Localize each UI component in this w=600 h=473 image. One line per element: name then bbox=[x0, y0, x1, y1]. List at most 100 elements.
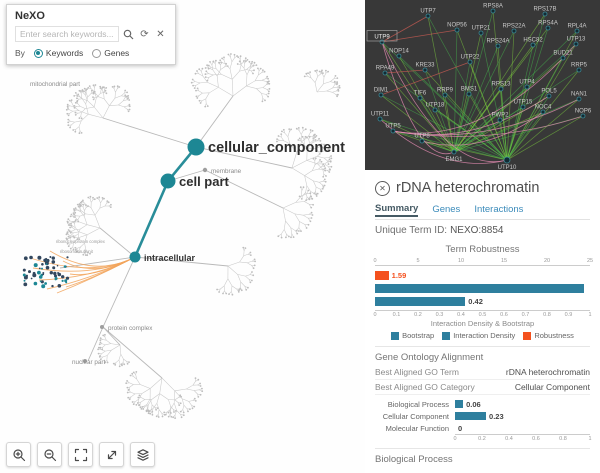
gene-node[interactable] bbox=[425, 13, 431, 19]
layers-button[interactable] bbox=[130, 442, 155, 467]
gene-node[interactable] bbox=[498, 86, 504, 92]
selected-gene-box bbox=[366, 30, 398, 42]
gene-node[interactable] bbox=[546, 93, 552, 99]
details-header: ✕ rDNA heterochromatin bbox=[375, 176, 590, 200]
gene-node[interactable] bbox=[495, 43, 501, 49]
gene-label: UTP21 bbox=[472, 26, 491, 32]
tree-nodes[interactable] bbox=[83, 138, 208, 364]
legend-item: Interaction Density bbox=[442, 331, 515, 340]
radio-keywords-control[interactable] bbox=[33, 48, 43, 58]
reset-icon[interactable]: ⟳ bbox=[140, 28, 149, 40]
gene-label: UTP8 bbox=[414, 134, 430, 140]
biological-process-heading: Biological Process bbox=[375, 448, 590, 466]
gene-node[interactable] bbox=[377, 116, 383, 122]
gene-node[interactable] bbox=[497, 117, 503, 123]
gene-label: HSC82 bbox=[523, 38, 543, 44]
gene-node[interactable] bbox=[382, 70, 388, 76]
gene-node[interactable] bbox=[524, 84, 530, 90]
gene-node[interactable] bbox=[432, 107, 438, 113]
gene-node[interactable] bbox=[379, 39, 385, 45]
gene-node[interactable] bbox=[530, 42, 536, 48]
gene-label: RRP9 bbox=[437, 88, 454, 94]
radio-genes-control[interactable] bbox=[92, 48, 102, 58]
gene-label: UTP18 bbox=[426, 103, 445, 109]
gene-node[interactable] bbox=[454, 27, 460, 33]
gene-label: PWP2 bbox=[491, 113, 509, 119]
search-icon[interactable] bbox=[122, 28, 135, 41]
gene-node[interactable] bbox=[419, 138, 425, 144]
gene-node[interactable] bbox=[520, 104, 526, 110]
gene-node[interactable] bbox=[378, 92, 384, 98]
gene-node[interactable] bbox=[422, 67, 428, 73]
gene-node[interactable] bbox=[490, 8, 496, 14]
gene-label: NOP6 bbox=[575, 109, 592, 115]
gene-node[interactable] bbox=[511, 28, 517, 34]
tab-genes[interactable]: Genes bbox=[432, 204, 461, 215]
gene-label: UTP9 bbox=[374, 35, 390, 41]
row-value: Cellular Component bbox=[514, 382, 590, 392]
gene-label: RPL4A bbox=[567, 24, 586, 30]
fit-screen-button[interactable] bbox=[68, 442, 93, 467]
close-icon[interactable]: ✕ bbox=[375, 180, 390, 196]
category-label: Molecular Function bbox=[385, 423, 449, 433]
gene-label: RPS24A bbox=[486, 39, 509, 45]
term-title: rDNA heterochromatin bbox=[396, 180, 540, 196]
gene-node[interactable] bbox=[576, 96, 582, 102]
network-nodes[interactable] bbox=[377, 8, 586, 164]
tree-toolbar bbox=[6, 442, 155, 467]
zoom-in-button[interactable] bbox=[6, 442, 31, 467]
tab-interactions[interactable]: Interactions bbox=[474, 204, 524, 215]
gene-node[interactable] bbox=[417, 95, 423, 101]
zoom-in-icon bbox=[12, 448, 25, 461]
gene-node[interactable] bbox=[467, 59, 473, 65]
gene-node[interactable] bbox=[390, 128, 396, 134]
radio-genes[interactable]: Genes bbox=[92, 48, 129, 58]
gene-node[interactable] bbox=[442, 92, 448, 98]
fit-screen-icon bbox=[74, 448, 87, 461]
gene-label: RPS8A bbox=[483, 4, 503, 10]
gene-node[interactable] bbox=[503, 156, 511, 164]
gene-node[interactable] bbox=[580, 113, 586, 119]
search-row: ⟳ ✕ bbox=[15, 26, 167, 42]
gene-label: UTP13 bbox=[567, 37, 586, 43]
tab-summary[interactable]: Summary bbox=[375, 203, 419, 217]
term-id-value: NEXO:8854 bbox=[450, 225, 504, 236]
gene-node[interactable] bbox=[451, 149, 457, 155]
clear-search-icon[interactable]: ✕ bbox=[156, 28, 165, 40]
gene-node[interactable] bbox=[574, 28, 580, 34]
tree-node-label: cellular_component bbox=[208, 140, 345, 156]
gene-node[interactable] bbox=[542, 11, 548, 17]
gene-label: TIF6 bbox=[414, 91, 427, 97]
gene-label: NOP56 bbox=[447, 23, 467, 29]
legend-item: Robustness bbox=[523, 331, 574, 340]
gene-node[interactable] bbox=[576, 67, 582, 73]
gene-node[interactable] bbox=[545, 25, 551, 31]
gene-node[interactable] bbox=[573, 41, 579, 47]
gene-node[interactable] bbox=[466, 91, 472, 97]
gene-label: NAN1 bbox=[571, 92, 588, 98]
bar-row bbox=[375, 282, 590, 295]
gene-label: UTP11 bbox=[371, 112, 390, 118]
gene-node[interactable] bbox=[396, 53, 402, 59]
gene-node[interactable] bbox=[540, 109, 546, 115]
zoom-out-button[interactable] bbox=[37, 442, 62, 467]
gene-node[interactable] bbox=[560, 55, 566, 61]
tree-node-label: ribonucleoprotein complex bbox=[56, 239, 106, 244]
fit-selection-button[interactable] bbox=[99, 442, 124, 467]
gene-label: DIM1 bbox=[374, 88, 389, 94]
radio-keywords[interactable]: Keywords bbox=[33, 48, 83, 58]
gene-node[interactable] bbox=[478, 30, 484, 36]
gene-label: RRP5 bbox=[571, 63, 588, 69]
search-input[interactable] bbox=[15, 26, 119, 42]
go-alignment-table: Best Aligned GO Term rDNA heterochromati… bbox=[375, 365, 590, 395]
gene-label: EMG1 bbox=[445, 157, 463, 163]
